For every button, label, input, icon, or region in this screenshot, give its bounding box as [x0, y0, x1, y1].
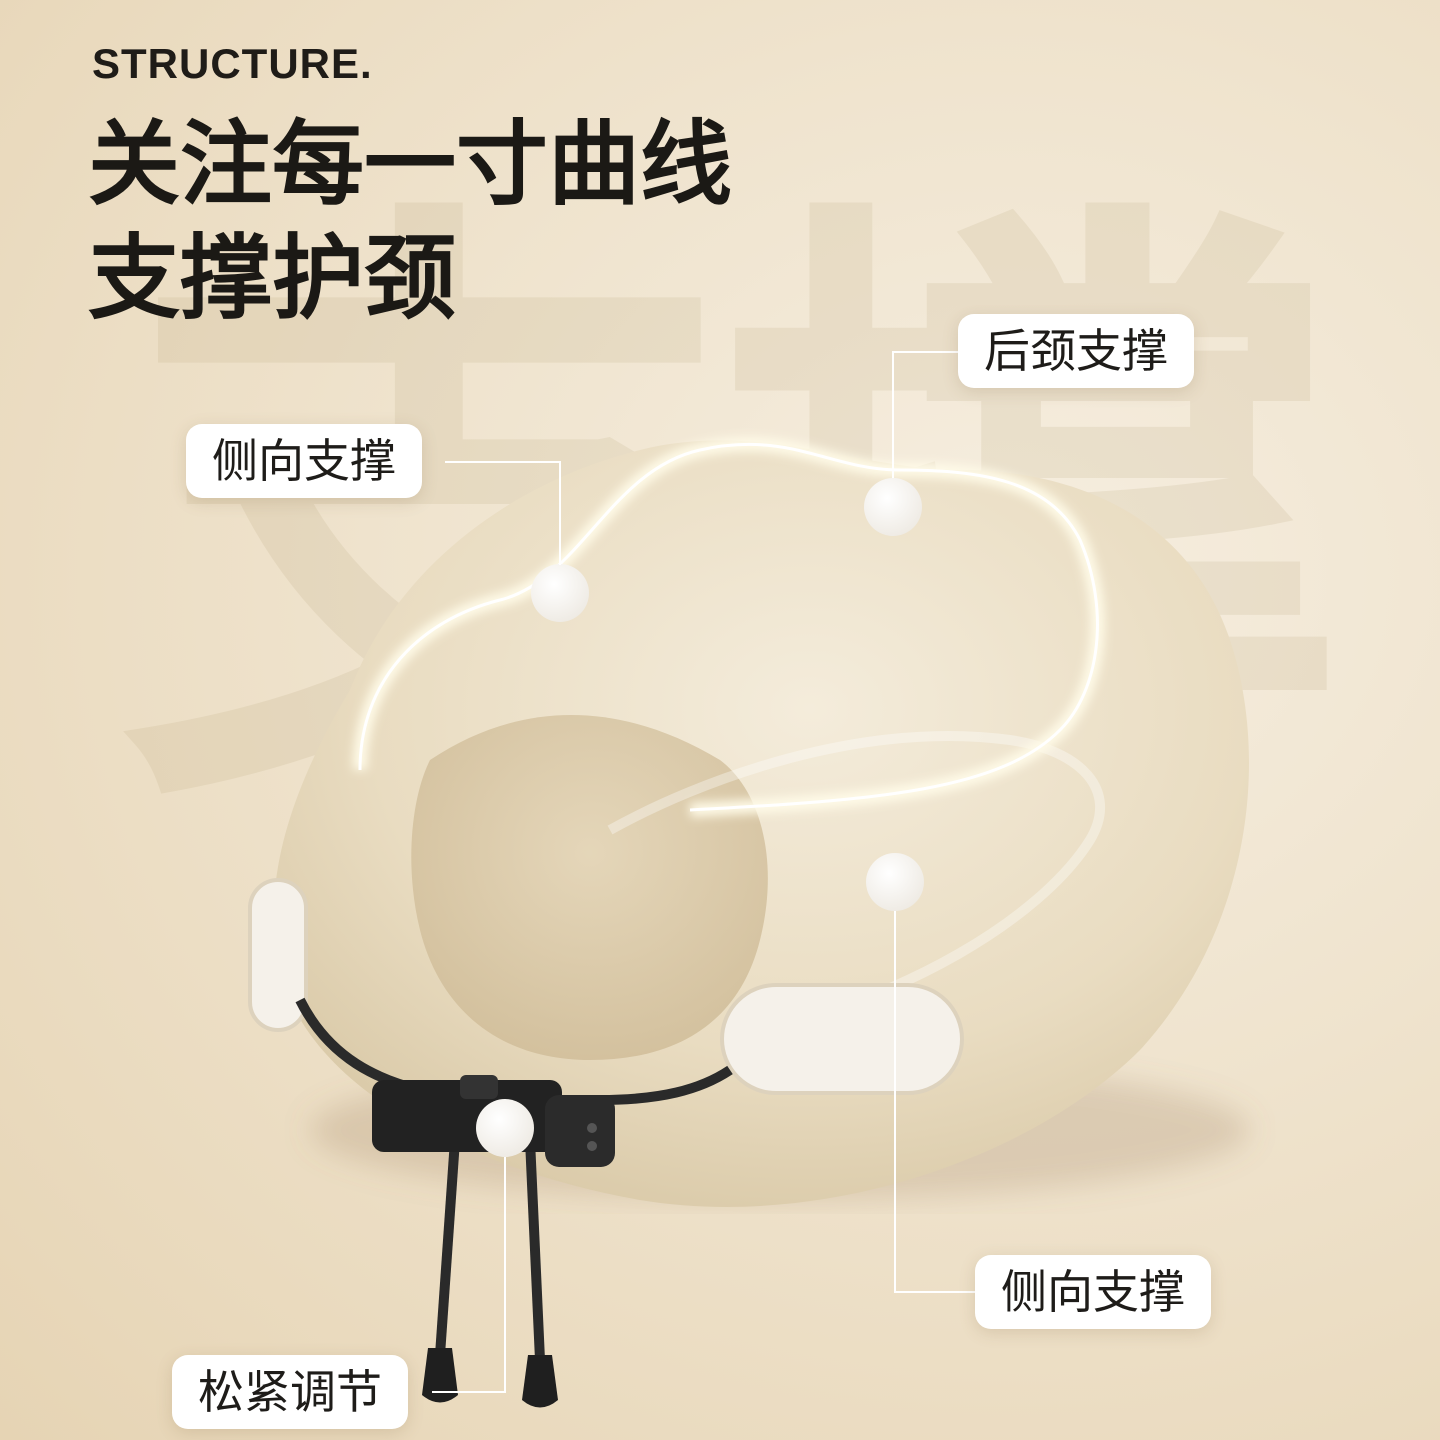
- glowing-contour-core: [358, 442, 1099, 812]
- leader-line-side-left: [445, 461, 561, 565]
- cord-tip-left: [422, 1348, 458, 1403]
- marker-dot-side-right[interactable]: [866, 853, 924, 911]
- cord-end-right: [525, 1139, 545, 1361]
- headline: 关注每一寸曲线 支撑护颈: [88, 108, 732, 336]
- headline-line-1: 关注每一寸曲线: [88, 111, 733, 218]
- leader-line-back-neck: [892, 351, 958, 478]
- pillow-highlight: [607, 731, 1106, 1035]
- headline-line-2: 支撑护颈: [88, 225, 457, 332]
- drawstring-right: [599, 1065, 733, 1105]
- leader-line-adjust: [432, 1157, 506, 1393]
- cord-end-left: [435, 1139, 460, 1356]
- leader-line-side-right: [894, 911, 975, 1293]
- callout-back-neck-support: 后颈支撑: [958, 314, 1194, 388]
- callout-side-support-left: 侧向支撑: [186, 424, 422, 498]
- marker-dot-adjust[interactable]: [476, 1099, 534, 1157]
- callout-side-support-right: 侧向支撑: [975, 1255, 1211, 1329]
- right-side-patch: [720, 983, 964, 1095]
- cord-tip-right: [522, 1355, 558, 1408]
- pillow-inner-opening: [411, 715, 768, 1060]
- marker-dot-side-left[interactable]: [531, 564, 589, 622]
- left-side-patch: [248, 878, 308, 1032]
- marker-dot-back-neck[interactable]: [864, 478, 922, 536]
- section-eyebrow: STRUCTURE.: [92, 40, 373, 87]
- callout-tightness-adjust: 松紧调节: [172, 1355, 408, 1429]
